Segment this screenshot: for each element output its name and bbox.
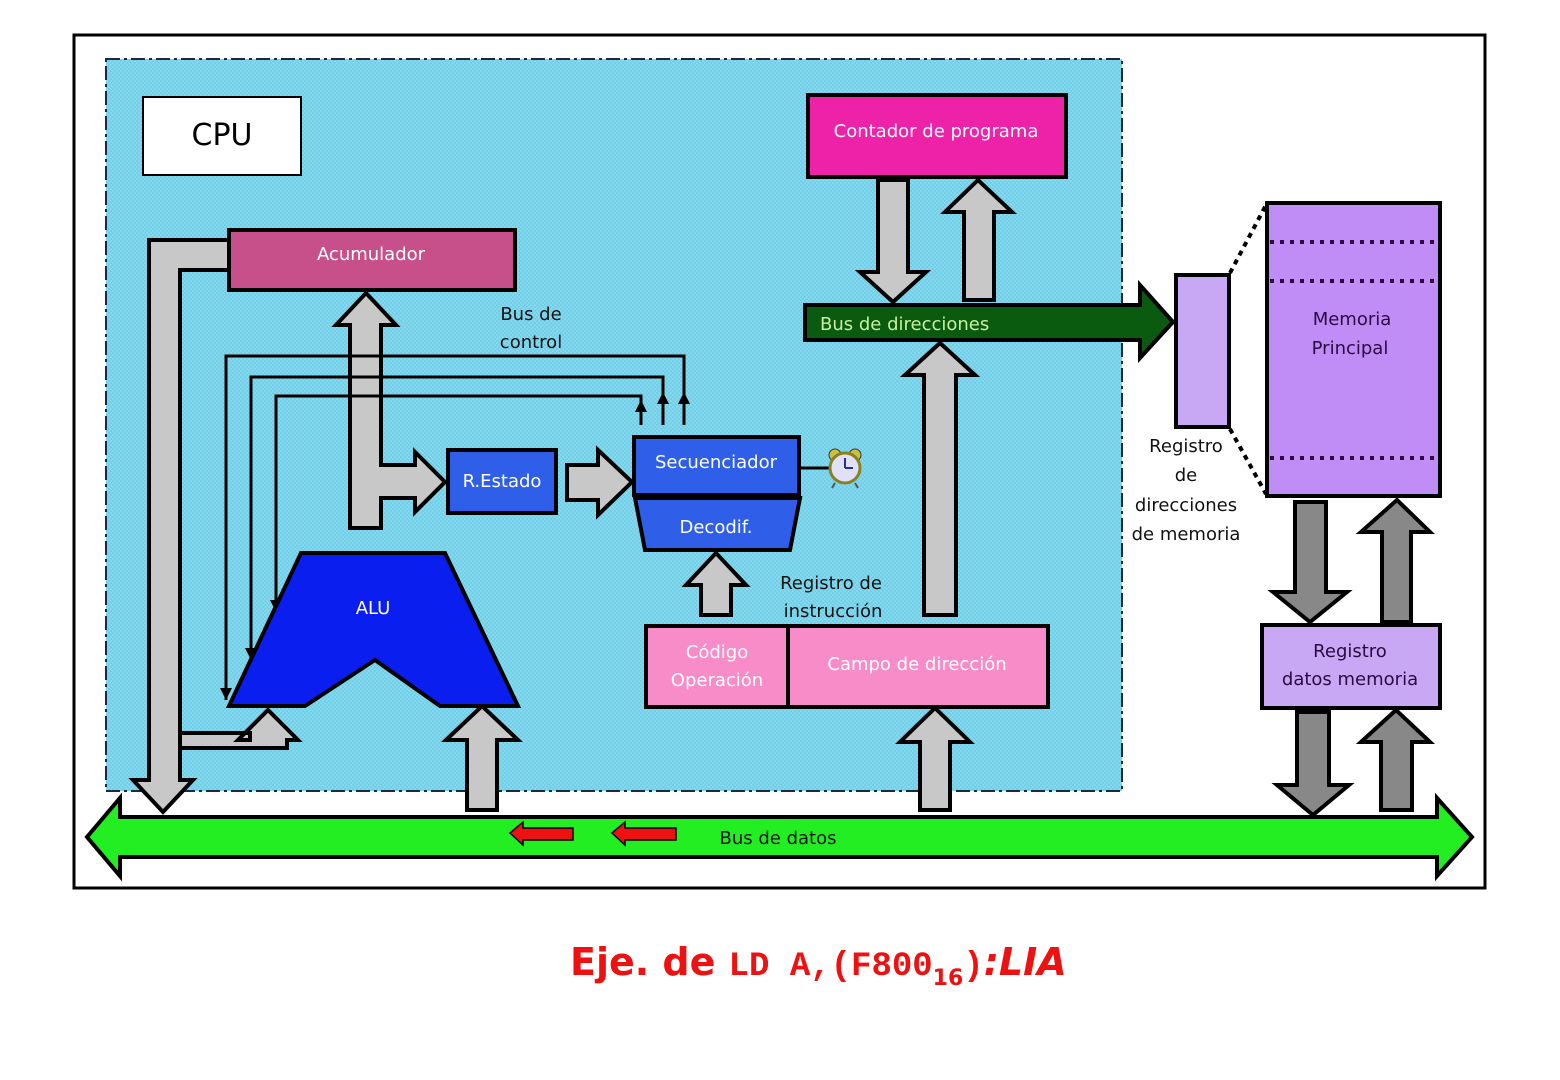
memory-cell-dividers: [1270, 240, 1437, 460]
svg-text:Registro: Registro: [1313, 641, 1387, 662]
red-left-arrow-icon: [508, 820, 574, 847]
svg-text:Registro de: Registro de: [780, 573, 882, 594]
status-register-label: R.Estado: [463, 471, 542, 492]
pc-to-address-bus-arrow: [854, 178, 932, 305]
main-memory-block: Memoria Principal: [1265, 201, 1442, 498]
alu-label: ALU: [356, 598, 391, 619]
accumulator-label: Acumulador: [317, 244, 426, 265]
address-field-label: Campo de dirección: [827, 654, 1006, 675]
ir-to-address-bus-arrow: [899, 340, 981, 617]
ir-to-decoder-arrow: [681, 550, 751, 617]
slide-caption: Eje. de LD A,(F80016):LIA: [570, 940, 1067, 991]
estado-to-secuenciador-arrow: [565, 445, 635, 520]
svg-text:datos memoria: datos memoria: [1282, 669, 1418, 690]
control-bus-annotation: Bus de control: [500, 304, 562, 353]
svg-text:de: de: [1175, 465, 1198, 486]
accumulator-block: Acumulador: [227, 228, 517, 292]
mdr-to-memory-arrow: [1355, 497, 1435, 624]
alu-block: ALU: [225, 551, 522, 708]
data-bus: Bus de datos: [84, 792, 1475, 882]
svg-text:Código: Código: [686, 642, 748, 663]
databus-to-alu-left-arrow: [178, 707, 303, 750]
svg-text:Registro: Registro: [1149, 436, 1223, 457]
accumulator-to-databus-arrow: [128, 238, 231, 815]
memory-address-register: [1174, 273, 1231, 429]
opcode-field: Código Operación: [671, 642, 763, 691]
instruction-register: Código Operación Campo de dirección: [644, 624, 1050, 709]
decoder-block: Decodif.: [632, 496, 803, 552]
sequencer-label: Secuenciador: [655, 452, 778, 473]
svg-text:Bus de: Bus de: [500, 304, 561, 325]
svg-text:instrucción: instrucción: [784, 601, 883, 622]
mar-zoom-connectors: [1228, 204, 1268, 495]
databus-to-ir-arrow: [895, 705, 975, 812]
svg-text:de memoria: de memoria: [1132, 524, 1241, 545]
data-bus-label: Bus de datos: [720, 828, 837, 849]
instruction-register-annotation: Registro de instrucción: [780, 573, 882, 622]
svg-text:control: control: [500, 332, 562, 353]
alarm-clock-icon: [828, 448, 862, 489]
sequencer-block: Secuenciador: [632, 435, 801, 497]
svg-text:direcciones: direcciones: [1135, 495, 1237, 516]
status-register-block: R.Estado: [446, 448, 558, 515]
program-counter-block: Contador de programa: [806, 93, 1068, 179]
svg-text:Operación: Operación: [671, 670, 763, 691]
memory-data-register: Registro datos memoria: [1260, 623, 1442, 710]
mdr-to-databus-arrow: [1271, 710, 1355, 818]
decoder-label: Decodif.: [679, 517, 752, 538]
alu-to-accumulator-arrow: [331, 290, 448, 530]
cpu-title: CPU: [192, 118, 253, 153]
mar-annotation: Registro de direcciones de memoria: [1132, 436, 1241, 545]
cpu-title-box: CPU: [142, 96, 302, 176]
address-bus: Bus de direcciones: [803, 279, 1176, 364]
svg-text:Memoria: Memoria: [1313, 309, 1392, 330]
program-counter-label: Contador de programa: [834, 121, 1039, 142]
address-bus-label: Bus de direcciones: [820, 314, 989, 335]
svg-text:Principal: Principal: [1312, 338, 1389, 359]
red-left-arrow-icon: [610, 820, 677, 847]
address-bus-to-pc-arrow: [940, 177, 1018, 302]
databus-to-alu-right-arrow: [440, 703, 524, 812]
databus-to-mdr-arrow: [1355, 707, 1436, 812]
memory-to-mdr-arrow: [1267, 500, 1353, 625]
